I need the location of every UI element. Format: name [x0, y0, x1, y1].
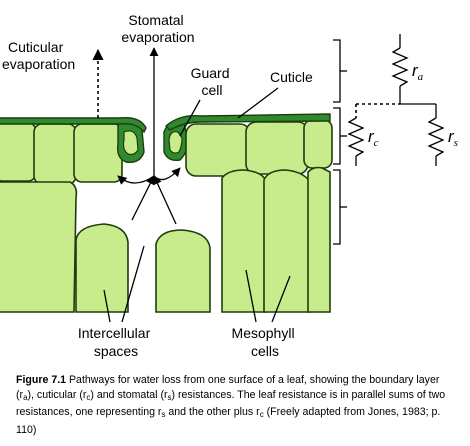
leaf-water-loss-diagram: Stomatal evaporation Cuticular evaporati…: [0, 12, 458, 359]
cuticle-left: [0, 117, 147, 134]
label-intercellular-spaces: Intercellular spaces: [78, 325, 154, 359]
label-cuticular-evaporation: Cuticular evaporation: [2, 39, 75, 72]
mesophyll-leader-1: [245, 269, 257, 323]
cuticle-right: [164, 113, 331, 131]
label-guard-cell: Guard cell: [191, 65, 234, 98]
label-rs: rs: [448, 127, 458, 149]
cuticle-leader: [237, 87, 279, 119]
resistance-circuit: [347, 34, 445, 166]
label-rc: rc: [368, 127, 379, 149]
epidermis-right: [185, 119, 333, 177]
figure-caption: Figure 7.1 Pathways for water loss from …: [16, 374, 446, 436]
label-cuticle: Cuticle: [270, 69, 313, 85]
label-stomatal-evaporation: Stomatal evaporation: [121, 12, 194, 45]
mesophyll-leader-2: [271, 275, 291, 323]
label-mesophyll-cells: Mesophyll cells: [232, 325, 299, 359]
stomatal-pathway-arrows: [117, 47, 181, 225]
guard-cell-left: [116, 121, 145, 163]
layer-brackets: [333, 39, 347, 245]
label-ra: ra: [412, 61, 424, 83]
intercellular-leader-2: [121, 245, 145, 323]
mesophyll-right: [221, 166, 331, 313]
guard-cell-leader: [179, 99, 201, 137]
epidermis-left: [0, 122, 123, 185]
mesophyll-left: [0, 181, 129, 313]
figure-label: Figure 7.1: [16, 374, 67, 386]
intercellular-leader-1: [103, 289, 111, 323]
mesophyll-middle: [155, 229, 211, 313]
